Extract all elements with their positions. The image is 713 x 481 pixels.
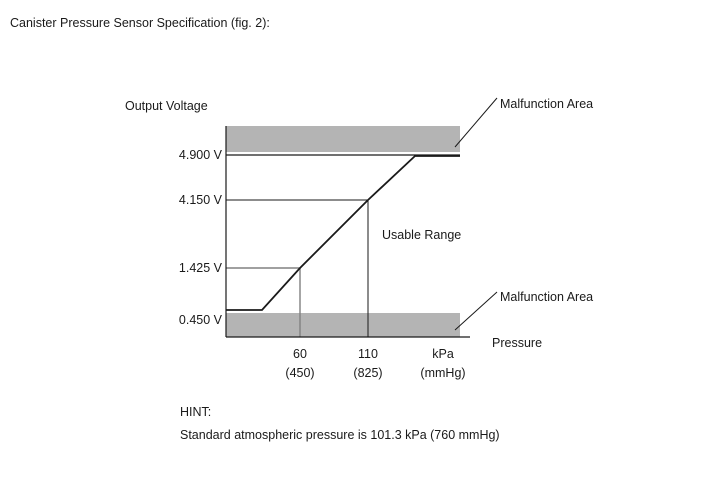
annotation-malfunction-area-top: Malfunction Area bbox=[500, 97, 594, 111]
y-tick-label-0450v: 0.450 V bbox=[178, 313, 222, 327]
x-tick-label-60: 60 bbox=[293, 347, 307, 361]
x-tick-label-825: (825) bbox=[353, 366, 383, 380]
y-axis-title: Output Voltage bbox=[125, 99, 208, 113]
malfunction-band-lower bbox=[226, 313, 460, 337]
y-tick-label-1425v: 1.425 V bbox=[178, 261, 222, 275]
leader-line-malfunction-bottom bbox=[454, 291, 498, 331]
page-title: Canister Pressure Sensor Specification (… bbox=[10, 16, 270, 30]
hint-text: Standard atmospheric pressure is 101.3 k… bbox=[180, 428, 500, 442]
leader-line-malfunction-top bbox=[454, 97, 498, 148]
sensor-output-curve bbox=[226, 155, 460, 311]
hint-label: HINT: bbox=[180, 405, 212, 419]
x-unit-label-mmhg: (mmHg) bbox=[420, 366, 466, 380]
annotation-usable-range: Usable Range bbox=[382, 228, 462, 242]
x-unit-label-kpa: kPa bbox=[432, 347, 454, 361]
malfunction-band-upper bbox=[226, 126, 460, 152]
x-tick-label-450: (450) bbox=[285, 366, 315, 380]
y-tick-label-4150v: 4.150 V bbox=[178, 193, 222, 207]
y-tick-label-4900v: 4.900 V bbox=[178, 148, 222, 162]
x-axis-title: Pressure bbox=[492, 336, 543, 350]
x-tick-label-110: 110 bbox=[358, 347, 378, 361]
annotation-malfunction-area-bottom: Malfunction Area bbox=[500, 290, 594, 304]
